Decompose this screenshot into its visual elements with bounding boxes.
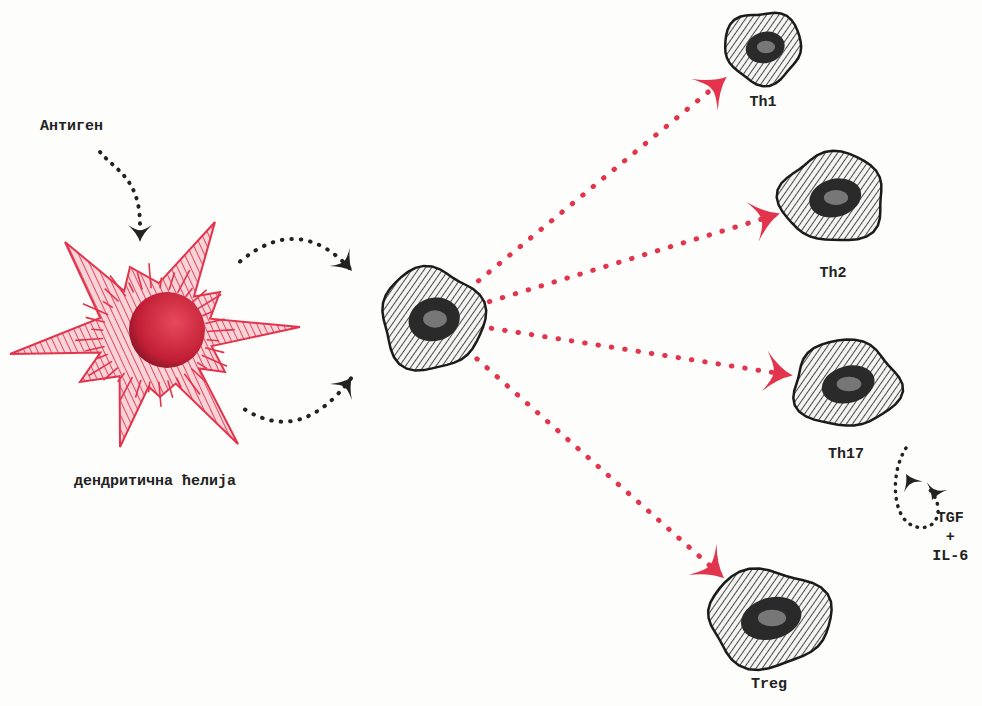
dendritic-spine (149, 382, 150, 393)
dendritic-body (10, 222, 300, 447)
dendritic-spine (160, 278, 161, 289)
dendritic-spine (118, 373, 125, 382)
dendritic-spine (136, 380, 141, 397)
dendritic-spine (207, 330, 235, 332)
dendritic-spine (91, 329, 103, 330)
connector (477, 359, 724, 578)
dendritic-spine (83, 304, 108, 315)
dendritic-spine (159, 382, 161, 407)
dendritic-spine (184, 374, 200, 395)
dendritic-spine (176, 378, 181, 388)
dendritic-spine (202, 311, 213, 316)
arrowhead (691, 61, 740, 111)
connector (478, 77, 726, 281)
dendritic-spine (89, 361, 112, 375)
cell-outline (378, 265, 486, 373)
dendritic-spine (75, 339, 103, 341)
cell-nucleus (817, 360, 878, 409)
connector (489, 214, 780, 302)
annotation-label: Антиген (40, 118, 103, 137)
t-cell: Treg (705, 566, 833, 670)
t-cell (378, 265, 486, 373)
cell-label: дендритична ћелија (74, 473, 236, 491)
dendritic-spine (169, 273, 174, 290)
cell-nucleus (805, 173, 866, 223)
dendritic-spine (197, 362, 207, 368)
cell-nucleus-light (758, 610, 786, 627)
cell-outline (722, 8, 804, 86)
cell-outline (705, 566, 833, 670)
t-cell: Th2 (778, 150, 888, 245)
cell-nucleus (404, 292, 465, 347)
cell-outline (10, 222, 300, 447)
cell-body (793, 340, 903, 426)
dendritic-nucleus (129, 292, 205, 368)
dendritic-spine (202, 355, 227, 366)
dendritic-spine (205, 319, 224, 324)
cell-body (777, 151, 882, 240)
arrowhead (330, 369, 363, 400)
cell-outline (778, 150, 888, 245)
connector (491, 328, 792, 375)
t-cell: Th1 (722, 8, 804, 86)
cell-body (708, 568, 831, 670)
dendritic-spine (207, 340, 219, 341)
dendritic-spine (185, 288, 192, 297)
cell-label: Th2 (819, 265, 846, 283)
arrowhead (922, 482, 948, 504)
arrowhead (329, 248, 362, 280)
cell-nucleus-light (837, 377, 862, 392)
dendritic-spine (103, 368, 117, 381)
antigen-arrow (100, 152, 140, 225)
dendritic-spine (120, 377, 132, 400)
dendritic-spine (110, 276, 126, 297)
cell-label: Th17 (828, 446, 864, 464)
dendritic-spine (97, 354, 108, 359)
dendritic-spine (103, 301, 113, 307)
arrowhead (128, 225, 152, 242)
cell-label: Th1 (749, 94, 776, 112)
arrowhead (761, 351, 796, 397)
cell-nucleus-light (824, 190, 848, 205)
dendritic-spine (192, 290, 206, 303)
dendritic-spine (129, 283, 134, 293)
cell-nucleus (736, 590, 806, 646)
dendritic-spine (105, 289, 119, 302)
t-cell: Th17 (790, 338, 902, 430)
dendritic-spine (178, 270, 190, 293)
cell-outline (790, 338, 902, 430)
cell-nucleus-light (757, 41, 775, 53)
arrowhead (896, 469, 923, 493)
dendritic-spine (198, 295, 221, 309)
dendritic-spine (149, 263, 151, 288)
dendritic-spine (137, 272, 142, 289)
cell-body (382, 266, 486, 371)
dendritic-cell: дендритична ћелија (10, 222, 300, 447)
cell-nucleus (742, 27, 788, 67)
dendritic-spine (86, 317, 105, 322)
annotation-label: TGF + IL-6 (930, 510, 971, 566)
cell-body (725, 13, 801, 87)
cell-label: Treg (751, 676, 787, 694)
dendritic-spine (85, 347, 104, 352)
cell-nucleus-light (423, 310, 447, 327)
dendritic-spine (205, 348, 224, 353)
dendritic-spine (168, 380, 173, 397)
dendritic-spine (191, 369, 205, 382)
